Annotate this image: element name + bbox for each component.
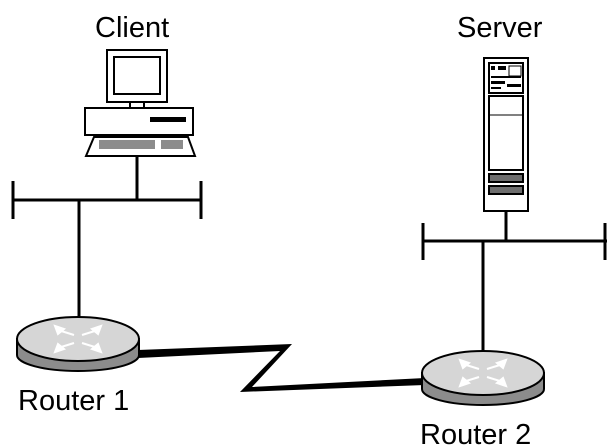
client-label: Client: [95, 12, 169, 44]
server-lan-segment: [421, 211, 607, 356]
router-2-icon: [421, 350, 545, 406]
server-label: Server: [457, 12, 543, 44]
wan-serial-link: [138, 344, 425, 392]
router-1-label: Router 1: [18, 385, 129, 417]
server-tower-icon: [483, 57, 529, 212]
router-2-label: Router 2: [420, 419, 531, 448]
router-1-icon: [16, 316, 140, 372]
client-computer-icon: [84, 49, 197, 157]
client-lan-segment: [11, 156, 203, 322]
